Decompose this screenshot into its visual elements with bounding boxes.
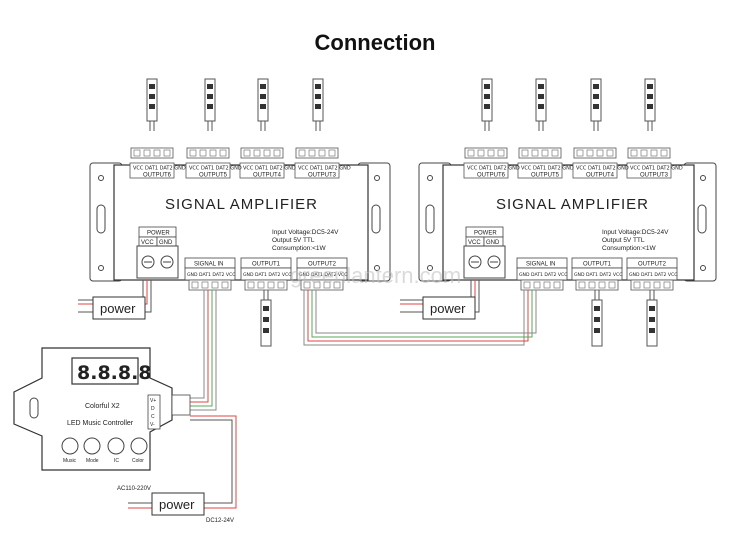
svg-text:VCC DAT1 DAT2 GND: VCC DAT1 DAT2 GND bbox=[133, 166, 186, 172]
spec-output-r: Output 5V TTL bbox=[602, 237, 645, 244]
dc-label: DC12-24V bbox=[206, 518, 234, 524]
button-mode-label: Mode bbox=[86, 458, 99, 464]
diagram-title: Connection bbox=[314, 30, 436, 55]
spec-voltage-r: Input Voltage:DC5-24V bbox=[602, 229, 669, 236]
output3-label-r: OUTPUT3 bbox=[640, 173, 669, 179]
svg-text:GND DAT1 DAT2 VCC: GND DAT1 DAT2 VCC bbox=[519, 272, 567, 278]
spec-consumption: Consumption:<1W bbox=[272, 245, 327, 252]
gnd-label-r: GND bbox=[486, 240, 500, 246]
power-box-left: power bbox=[92, 296, 146, 320]
svg-text:power: power bbox=[430, 301, 466, 316]
svg-text:power: power bbox=[159, 497, 195, 512]
controller-name-2: LED Music Controller bbox=[67, 420, 134, 427]
svg-text:power: power bbox=[100, 301, 136, 316]
signal-in-label-r: SIGNAL IN bbox=[526, 262, 555, 268]
svg-text:V-: V- bbox=[150, 422, 155, 428]
svg-text:VCC DAT1 DAT2 GND: VCC DAT1 DAT2 GND bbox=[189, 166, 242, 172]
output5-label: OUTPUT5 bbox=[199, 173, 228, 179]
svg-text:GND DAT1 DAT2 VCC: GND DAT1 DAT2 VCC bbox=[187, 272, 235, 278]
amplifier-left: VCC DAT1 DAT2 GND VCC DAT1 DAT2 GND VCC … bbox=[89, 78, 391, 347]
svg-text:VCC DAT1 DAT2 GND: VCC DAT1 DAT2 GND bbox=[467, 166, 520, 172]
amplifier-name-r: SIGNAL AMPLIFIER bbox=[496, 196, 649, 213]
ac-label: AC110-220V bbox=[117, 486, 151, 492]
button-color-label: Color bbox=[132, 458, 144, 464]
gnd-label: GND bbox=[159, 240, 173, 246]
svg-text:VCC DAT1 DAT2 GND: VCC DAT1 DAT2 GND bbox=[521, 166, 574, 172]
power-label: POWER bbox=[147, 231, 170, 237]
svg-text:VCC DAT1 DAT2 GND: VCC DAT1 DAT2 GND bbox=[630, 166, 683, 172]
vcc-label-r: VCC bbox=[468, 240, 481, 246]
output1-label: OUTPUT1 bbox=[252, 262, 281, 268]
svg-text:GND DAT1 DAT2 VCC: GND DAT1 DAT2 VCC bbox=[574, 272, 622, 278]
button-ic-label: IC bbox=[114, 458, 119, 464]
controller-name-1: Colorful X2 bbox=[85, 403, 120, 410]
power-box-right: power bbox=[422, 296, 476, 320]
svg-text:GND DAT1 DAT2 VCC: GND DAT1 DAT2 VCC bbox=[629, 272, 677, 278]
output2-label: OUTPUT2 bbox=[308, 262, 337, 268]
output4-label: OUTPUT4 bbox=[253, 173, 282, 179]
amplifier-name: SIGNAL AMPLIFIER bbox=[165, 196, 318, 213]
button-music-label: Music bbox=[63, 458, 77, 464]
output5-label-r: OUTPUT5 bbox=[531, 173, 560, 179]
output2-label-r: OUTPUT2 bbox=[638, 262, 667, 268]
wiring bbox=[78, 280, 537, 509]
output6-label-r: OUTPUT6 bbox=[477, 173, 506, 179]
output4-label-r: OUTPUT4 bbox=[586, 173, 615, 179]
svg-text:VCC DAT1 DAT2 GND: VCC DAT1 DAT2 GND bbox=[298, 166, 351, 172]
vcc-label: VCC bbox=[141, 240, 154, 246]
svg-text:GND DAT1 DAT2 VCC: GND DAT1 DAT2 VCC bbox=[299, 272, 347, 278]
svg-text:V+: V+ bbox=[150, 398, 156, 404]
spec-voltage: Input Voltage:DC5-24V bbox=[272, 229, 339, 236]
music-controller: 8.8.8.8 V+ D C V- Colorful X2 LED Music … bbox=[13, 347, 191, 471]
svg-text:GND DAT1 DAT2 VCC: GND DAT1 DAT2 VCC bbox=[243, 272, 291, 278]
output6-label: OUTPUT6 bbox=[143, 173, 172, 179]
spec-output: Output 5V TTL bbox=[272, 237, 315, 244]
amplifier-right: VCC DAT1 DAT2 GND VCC DAT1 DAT2 GND VCC … bbox=[418, 78, 717, 347]
power-label-r: POWER bbox=[474, 231, 497, 237]
svg-text:VCC DAT1 DAT2 GND: VCC DAT1 DAT2 GND bbox=[243, 166, 296, 172]
output1-label-r: OUTPUT1 bbox=[583, 262, 612, 268]
svg-text:VCC DAT1 DAT2 GND: VCC DAT1 DAT2 GND bbox=[576, 166, 629, 172]
watermark: greenlantern.com bbox=[290, 263, 461, 288]
power-box-bottom: power bbox=[151, 492, 205, 516]
svg-text:C: C bbox=[151, 414, 155, 420]
controller-display: 8.8.8.8 bbox=[77, 362, 152, 384]
spec-consumption-r: Consumption:<1W bbox=[602, 245, 657, 252]
signal-in-label: SIGNAL IN bbox=[194, 262, 223, 268]
output3-label: OUTPUT3 bbox=[308, 173, 337, 179]
svg-text:D: D bbox=[151, 406, 155, 412]
